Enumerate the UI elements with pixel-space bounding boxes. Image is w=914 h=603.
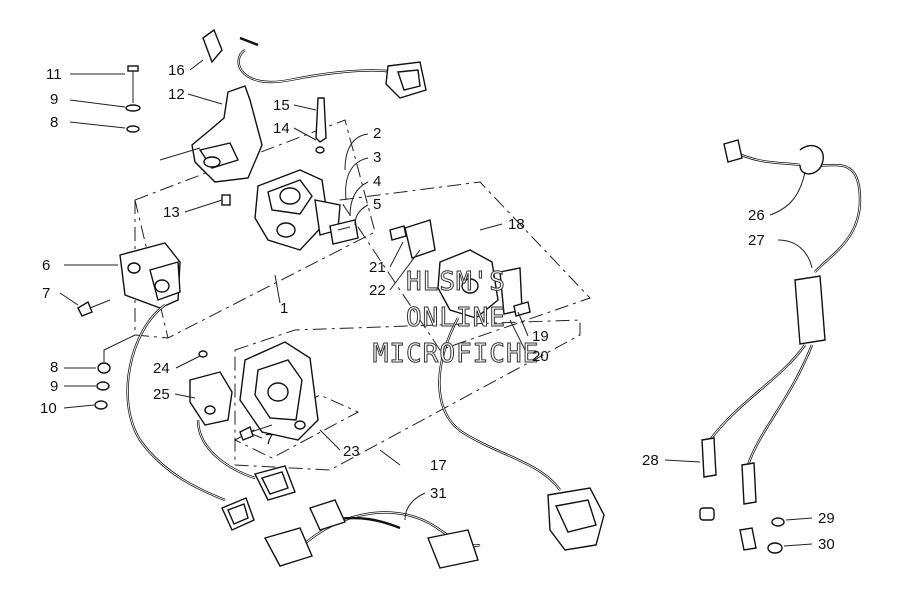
callout-5: 5 xyxy=(373,196,381,213)
screw-24 xyxy=(198,350,208,358)
housing-6 xyxy=(119,242,181,309)
callout-9-top: 9 xyxy=(50,91,58,108)
switch-body-23 xyxy=(239,341,319,441)
screw-7-left xyxy=(77,299,111,317)
callout-17: 17 xyxy=(430,457,447,474)
cable-26-27 xyxy=(709,139,862,466)
washer-14 xyxy=(315,146,325,154)
harness-25 xyxy=(196,419,296,501)
frame-assembly-18 xyxy=(339,181,591,351)
clip-22 xyxy=(389,219,436,259)
callout-7-lower: 7 xyxy=(265,431,273,448)
harness-right xyxy=(438,317,605,551)
washer-10-lower xyxy=(94,400,108,410)
switch-body-18 xyxy=(437,249,531,319)
callout-29: 29 xyxy=(818,510,835,527)
callout-28: 28 xyxy=(642,452,659,469)
callout-8-lower: 8 xyxy=(50,359,58,376)
callout-labels: 1 2 3 4 5 6 7 7 8 8 9 9 10 11 12 13 14 1… xyxy=(40,62,835,553)
leader-lines xyxy=(59,59,813,547)
callout-22: 22 xyxy=(369,282,386,299)
callout-9-lower: 9 xyxy=(50,378,58,395)
washer-9-top xyxy=(125,104,141,112)
harness-left xyxy=(126,304,255,531)
callout-8-top: 8 xyxy=(50,114,58,131)
callout-11: 11 xyxy=(46,66,62,83)
callout-21: 21 xyxy=(369,259,386,276)
callout-27: 27 xyxy=(748,232,765,249)
callout-6: 6 xyxy=(42,257,50,274)
washer-9-lower xyxy=(96,381,110,391)
callout-26: 26 xyxy=(748,207,765,224)
callout-7-left: 7 xyxy=(42,285,50,302)
spring-16 xyxy=(202,28,223,64)
sensor-29 xyxy=(739,462,785,551)
callout-19: 19 xyxy=(532,328,549,345)
washer-8-lower xyxy=(97,362,111,374)
callout-15: 15 xyxy=(273,97,290,114)
bracket-25 xyxy=(189,371,233,426)
callout-18: 18 xyxy=(508,216,525,233)
callout-13: 13 xyxy=(163,204,180,221)
frame-assembly-17 xyxy=(234,319,581,471)
bolt-11 xyxy=(127,65,139,103)
callout-12: 12 xyxy=(168,86,185,103)
callout-3: 3 xyxy=(373,149,381,166)
callout-24: 24 xyxy=(153,360,170,377)
callout-2: 2 xyxy=(373,125,381,142)
harness-top xyxy=(237,36,427,99)
callout-1: 1 xyxy=(280,300,288,317)
watermark-line-1: HLSM'S xyxy=(406,267,506,297)
callout-16: 16 xyxy=(168,62,185,79)
screw-7-lower xyxy=(239,424,273,441)
switch-body-1 xyxy=(254,169,341,251)
o-ring-30 xyxy=(767,542,783,554)
callout-14: 14 xyxy=(273,120,290,137)
watermark: HLSM'S ONLINE MICROFICHE xyxy=(372,267,540,370)
callout-4: 4 xyxy=(373,173,381,190)
callout-31: 31 xyxy=(430,485,447,502)
plate-4 xyxy=(329,219,359,245)
callout-20: 20 xyxy=(532,348,549,365)
callout-25: 25 xyxy=(153,386,170,403)
bracket-12 xyxy=(159,85,263,183)
fuse-15 xyxy=(315,97,327,143)
callout-10: 10 xyxy=(40,400,57,417)
watermark-line-3: MICROFICHE xyxy=(373,339,540,369)
callout-30: 30 xyxy=(818,536,835,553)
washer-stack-leader xyxy=(103,334,136,362)
washer-8-top xyxy=(126,125,140,133)
watermark-line-2: ONLINE xyxy=(406,303,506,333)
harness-31 xyxy=(263,499,481,569)
stud-13 xyxy=(221,194,231,206)
sensor-28 xyxy=(699,437,717,521)
callout-23: 23 xyxy=(343,443,360,460)
